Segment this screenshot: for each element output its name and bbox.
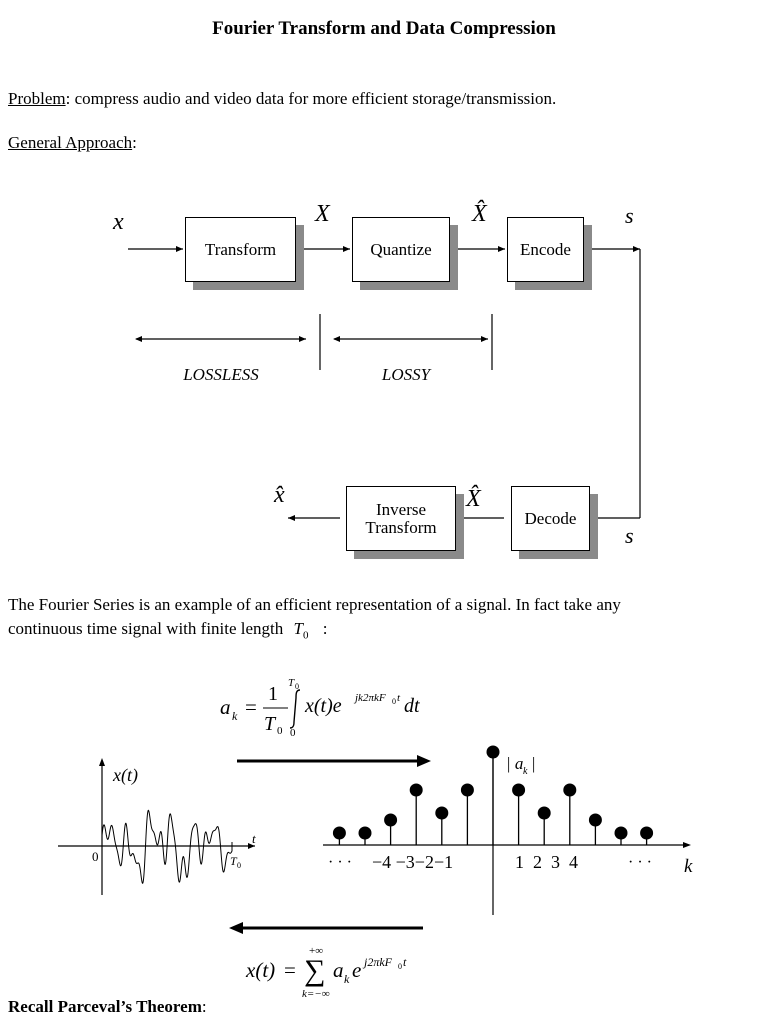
decode-block-label: Decode	[524, 508, 577, 528]
spectrum-tick-labels-negative: −4 −3−2−1	[372, 852, 453, 872]
problem-text: : compress audio and video data for more…	[65, 89, 557, 108]
spectrum-stems	[332, 745, 654, 845]
analysis-denominator-sub: 0	[277, 725, 283, 737]
parseval-suffix: :	[201, 997, 207, 1016]
spectrum-stem-marker	[409, 783, 423, 797]
lossy-label: LOSSY	[381, 365, 432, 384]
integral-sign	[289, 689, 301, 729]
synthesis-term-sub: k	[344, 972, 350, 986]
spectrum-ylabel: | a	[506, 754, 523, 773]
fourier-text-period-sub: 0	[303, 629, 309, 642]
analysis-exponent-sub: 0	[392, 697, 396, 706]
spectrum-stem-marker	[640, 826, 654, 840]
analysis-lhs: a	[220, 695, 231, 719]
fourier-text-line1: The Fourier Series is an example of an e…	[8, 595, 621, 614]
spectrum-stem-marker	[537, 806, 551, 820]
general-approach-label: General Approach	[8, 133, 133, 152]
signal-period-label: T	[230, 854, 238, 868]
integral-upper-limit-sub: 0	[295, 682, 299, 691]
transform-output-symbol: X	[314, 201, 331, 227]
parseval-heading: Recall Parceval’s Theorem:	[8, 997, 207, 1017]
inverse-transform-arrow	[229, 922, 423, 934]
decode-block: Decode	[511, 486, 590, 551]
input-symbol: x	[112, 209, 124, 235]
spectrum-stem-marker	[512, 783, 526, 797]
synthesis-equals: =	[284, 958, 296, 982]
analysis-numerator: 1	[268, 683, 278, 705]
transform-block-label: Transform	[204, 239, 277, 259]
encode-block: Encode	[507, 217, 584, 282]
analysis-lhs-sub: k	[232, 709, 238, 723]
inverse-transform-block: Inverse Transform	[346, 486, 456, 551]
fourier-text-period-symbol: T	[293, 619, 303, 638]
spectrum-stem-marker	[588, 813, 602, 827]
spectrum-stem-marker	[614, 826, 628, 840]
analysis-exponent-end: t	[397, 692, 401, 704]
encoded-symbol-top: s	[625, 203, 634, 228]
synthesis-exponent-end: t	[403, 955, 407, 969]
encode-block-label: Encode	[520, 239, 571, 259]
spectrum-stem-marker	[486, 745, 500, 759]
output-symbol: x̂	[273, 482, 285, 508]
signal-origin-label: 0	[92, 849, 99, 864]
quantize-output-symbol: X̂	[471, 200, 488, 227]
sum-sign: ∑	[304, 954, 325, 987]
spectrum-stem-marker	[435, 806, 449, 820]
general-approach-heading: General Approach:	[8, 133, 137, 153]
transform-block: Transform	[185, 217, 296, 282]
integral-upper-limit: T	[288, 677, 295, 689]
forward-transform-arrow	[237, 755, 431, 767]
integral-lower-limit: 0	[290, 727, 296, 739]
synthesis-lhs: x(t)	[245, 958, 275, 982]
spectrum-ellipsis-right: · · ·	[628, 854, 652, 871]
signal-plot: x(t) t 0 T 0	[58, 758, 256, 895]
sum-lower-limit: k=−∞	[302, 988, 330, 1000]
spectrum-stem-marker	[460, 783, 474, 797]
compression-block-diagram: x X X̂ s s X̂ x̂ LOSSLESS LOSSY	[112, 200, 641, 548]
signal-xlabel: t	[252, 831, 256, 846]
signal-waveform	[101, 809, 250, 884]
fourier-text-line2: continuous time signal with finite lengt…	[8, 619, 327, 641]
spectrum-stem-marker	[358, 826, 372, 840]
spectrum-xlabel: k	[684, 856, 693, 877]
spectrum-ellipsis-left: · · ·	[328, 854, 352, 871]
decoded-symbol: X̂	[465, 485, 482, 512]
signal-period-sub: 0	[237, 861, 241, 870]
lossless-label: LOSSLESS	[182, 365, 259, 384]
spectrum-ylabel-end: |	[531, 754, 536, 773]
analysis-dt: dt	[404, 695, 420, 717]
analysis-equation: a k = 1 T 0 T 0 0 x(t)e jk2πkF 0 t dt	[220, 677, 420, 739]
spectrum-stem-marker	[384, 813, 398, 827]
spectrum-ylabel-sub: k	[523, 766, 528, 777]
encoded-symbol-bottom: s	[625, 523, 634, 548]
spectrum-plot: | a k | · · · −4 −3−2−1 1 2 3 4 · · · k	[323, 745, 693, 915]
problem-label: Problem	[8, 89, 66, 108]
synthesis-exponent: j2πkF	[362, 955, 393, 969]
problem-statement: Problem: compress audio and video data f…	[8, 89, 556, 109]
synthesis-exp-base: e	[352, 958, 361, 982]
synthesis-equation: x(t) = +∞ ∑ k=−∞ a k e j2πkF 0 t	[245, 945, 407, 1000]
analysis-integrand: x(t)e	[304, 695, 342, 717]
page-title: Fourier Transform and Data Compression	[212, 18, 556, 39]
synthesis-exponent-sub: 0	[398, 962, 402, 971]
analysis-equals: =	[245, 695, 257, 719]
spectrum-stem-marker	[332, 826, 346, 840]
analysis-denominator: T	[264, 713, 277, 735]
inverse-block-label-line1: Inverse	[375, 499, 427, 519]
sum-upper-limit: +∞	[309, 945, 323, 957]
signal-ylabel: x(t)	[112, 765, 138, 786]
inverse-block-label-line2: Transform	[365, 517, 437, 537]
quantize-block-label: Quantize	[370, 239, 432, 259]
spectrum-tick-labels-positive: 1 2 3 4	[515, 852, 578, 872]
fourier-text-line2-body: continuous time signal with finite lengt…	[8, 619, 284, 638]
synthesis-term: a	[333, 958, 344, 982]
parseval-label: Recall Parceval’s Theorem	[8, 997, 202, 1016]
general-approach-suffix: :	[132, 133, 137, 152]
fourier-text-colon: :	[322, 619, 328, 638]
spectrum-stem-marker	[563, 783, 577, 797]
quantize-block: Quantize	[352, 217, 450, 282]
analysis-exponent: jk2πkF	[353, 692, 386, 704]
